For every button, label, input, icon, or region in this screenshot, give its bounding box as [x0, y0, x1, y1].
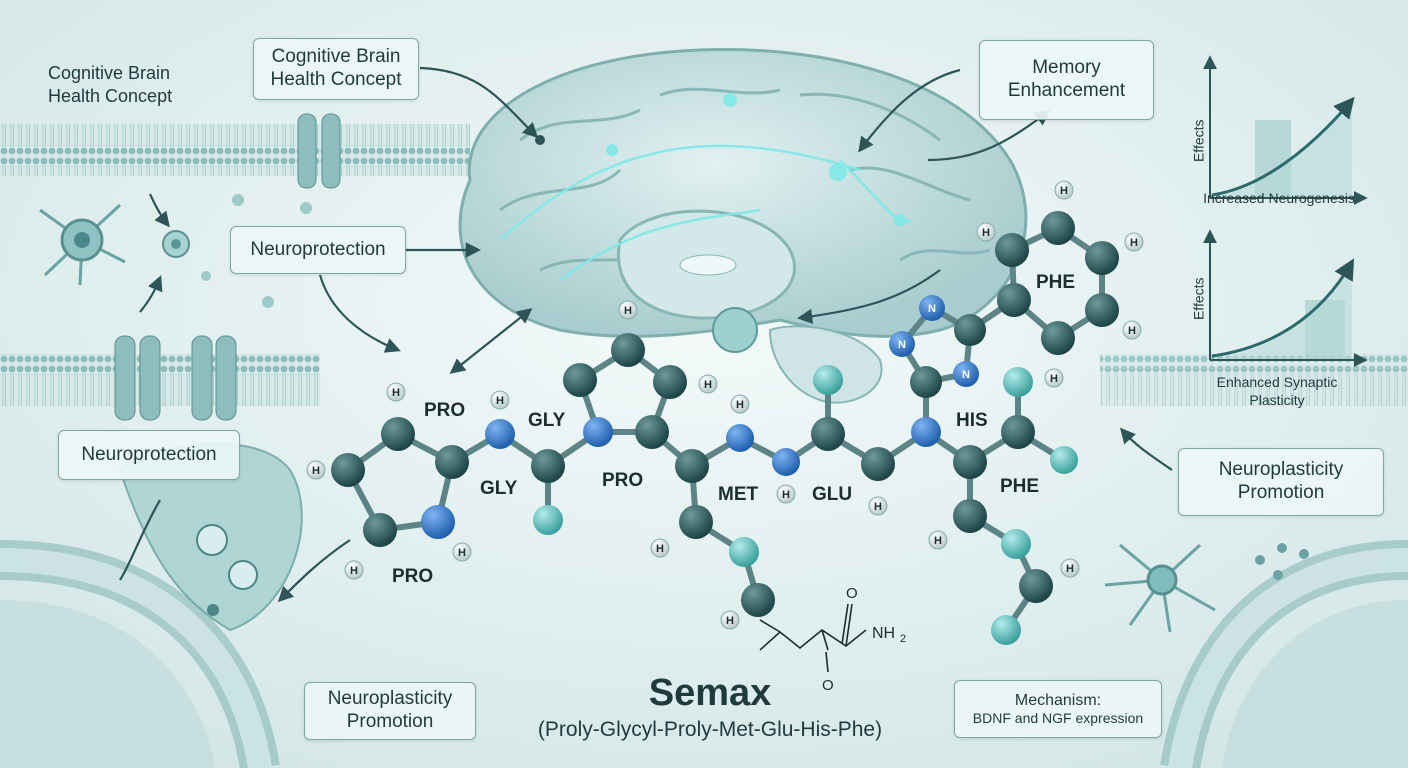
svg-text:H: H	[934, 535, 942, 547]
svg-text:N: N	[928, 303, 936, 315]
molecule-title: Semax	[648, 672, 772, 714]
svg-text:H: H	[350, 565, 358, 577]
cell-membrane-bottom-left	[0, 540, 280, 768]
svg-text:H: H	[392, 387, 400, 399]
svg-text:H: H	[624, 305, 632, 317]
ion-channel-top	[297, 113, 341, 189]
neuroplasticity-box-right: Neuroplasticity Promotion	[1178, 448, 1384, 516]
cognitive-health-label-plain: Cognitive Brain Health Concept	[48, 63, 173, 106]
aa-label-phe-1: PHE	[1036, 272, 1076, 293]
svg-text:H: H	[1060, 185, 1068, 197]
aa-label-gly-2: GLY	[480, 478, 518, 499]
mechanism-detail: BDNF and NGF expression	[972, 710, 1144, 727]
memory-enhancement-box: Memory Enhancement	[979, 40, 1154, 120]
svg-text:H: H	[874, 501, 882, 513]
cell-membrane-bottom-right	[1160, 540, 1408, 768]
neurogenesis-curve	[1211, 96, 1355, 197]
svg-text:H: H	[1128, 325, 1136, 337]
vesicle-left	[162, 194, 312, 308]
chart-bottom-xlabel: Enhanced Synaptic Plasticity	[1216, 374, 1338, 408]
svg-text:H: H	[726, 615, 734, 627]
chart-increased-neurogenesis	[1203, 55, 1368, 205]
chart-top-xlabel: Increased Neurogenesis	[1203, 190, 1355, 206]
svg-text:NH: NH	[872, 625, 895, 642]
svg-text:H: H	[782, 489, 790, 501]
aa-label-pro-2: PRO	[602, 470, 644, 491]
aa-label-gly-1: GLY	[528, 410, 566, 431]
neuroplasticity-box-bottom: Neuroplasticity Promotion	[304, 682, 476, 740]
connector-arrows	[119, 66, 1173, 603]
svg-text:H: H	[458, 547, 466, 559]
mechanism-title: Mechanism:	[1014, 692, 1102, 709]
chart-bottom-ylabel: Effects	[1190, 277, 1207, 321]
svg-text:H: H	[1130, 237, 1138, 249]
aa-label-pro-1: PRO	[424, 400, 466, 421]
svg-text:H: H	[704, 379, 712, 391]
neuroprotection-box-top: Neuroprotection	[230, 226, 406, 274]
molecule-subtitle: (Proly-Glycyl-Proly-Met-Glu-His-Phe)	[537, 718, 883, 741]
neuron-icon-right	[1104, 543, 1309, 633]
svg-text:H: H	[1066, 563, 1074, 575]
receptor-left	[114, 335, 161, 421]
neuron-icon-left	[39, 203, 126, 286]
receptor-left-2	[191, 335, 237, 421]
mechanism-box: Mechanism: BDNF and NGF expression	[954, 680, 1162, 738]
aa-label-pro-3: PRO	[392, 566, 434, 587]
svg-text:H: H	[656, 543, 664, 555]
molecule-atoms	[331, 211, 1119, 645]
aa-label-met: MET	[718, 484, 759, 505]
chart-top-ylabel: Effects	[1190, 119, 1207, 163]
aa-label-his: HIS	[956, 410, 988, 431]
svg-text:O: O	[846, 585, 858, 602]
cell-membrane-top-left	[0, 124, 470, 176]
aa-label-glu: GLU	[812, 484, 853, 505]
svg-text:H: H	[982, 227, 990, 239]
aa-label-phe-2: PHE	[1000, 476, 1040, 497]
plasticity-curve	[1211, 258, 1355, 358]
svg-text:O: O	[822, 677, 834, 694]
amide-skeletal-formula	[759, 603, 867, 673]
hydrogen-atoms: H H H H H H H H H H H H H H H H H H H	[306, 180, 1144, 630]
cognitive-health-box: Cognitive Brain Health Concept	[253, 38, 419, 100]
svg-text:H: H	[496, 395, 504, 407]
svg-text:H: H	[736, 399, 744, 411]
svg-text:2: 2	[900, 633, 906, 645]
neuroprotection-box-left: Neuroprotection	[58, 430, 240, 480]
svg-text:N: N	[962, 369, 970, 381]
nitrogen-labels: N N N	[898, 303, 970, 381]
amide-labels: O O NH 2	[822, 585, 906, 694]
svg-text:N: N	[898, 339, 906, 351]
svg-text:H: H	[312, 465, 320, 477]
chart-enhanced-synaptic-plasticity	[1203, 229, 1368, 367]
synapse-terminal	[118, 442, 303, 632]
svg-text:H: H	[1050, 373, 1058, 385]
